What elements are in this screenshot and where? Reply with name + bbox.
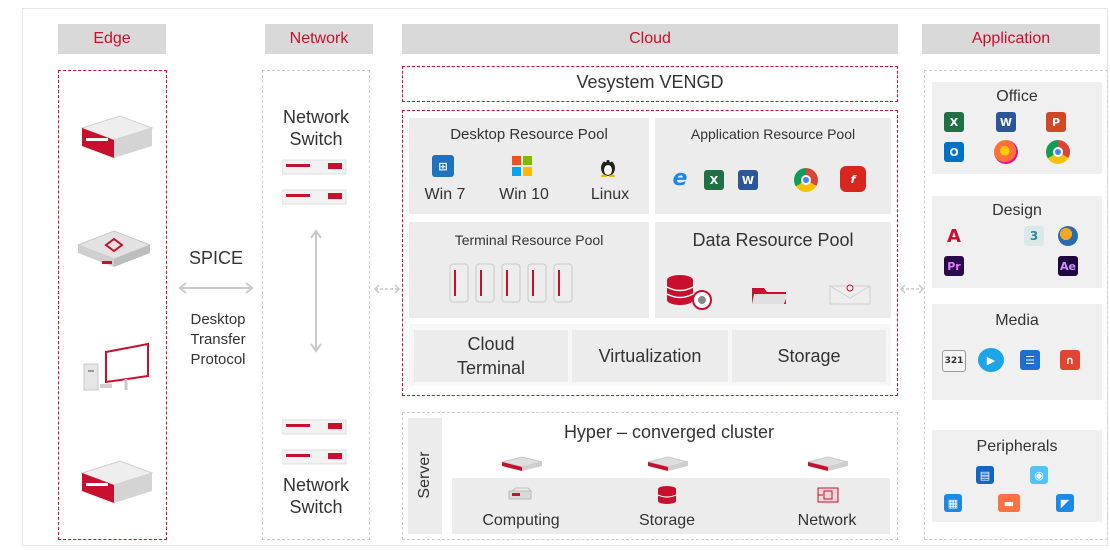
network-switch-top-label: Network Switch	[282, 107, 349, 149]
edge-monitor-device	[83, 342, 149, 391]
service-storage-label: Storage	[777, 346, 841, 366]
edge-group	[58, 70, 167, 540]
word-icon: W	[738, 170, 758, 190]
cluster-server-icon-2	[647, 456, 689, 471]
desktop-os-linux: Linux	[590, 186, 630, 203]
chrome-icon	[1046, 140, 1070, 164]
storage-icon	[657, 486, 677, 504]
service-cloud-terminal	[414, 330, 568, 382]
peripherals-label: Peripherals	[976, 438, 1058, 455]
desktop-os-win7: Win 7	[424, 186, 466, 203]
headphones-icon: ∩	[1060, 350, 1080, 370]
database-icon	[666, 275, 712, 310]
touch-input-icon: ◤	[1056, 494, 1074, 512]
3dsmax-icon: 3	[1024, 226, 1044, 246]
edge-server-device	[80, 115, 154, 158]
camera-icon: ◉	[1030, 466, 1048, 484]
service-cloud-terminal-label: Cloud Terminal	[456, 334, 526, 378]
windows10-icon	[510, 155, 534, 177]
protocol-description: Desktop Transfer Protocol	[190, 311, 246, 368]
data-pool-title: Data Resource Pool	[692, 230, 854, 250]
linux-icon	[598, 155, 618, 177]
excel-icon: X	[944, 112, 964, 132]
premiere-icon: Pr	[944, 256, 964, 276]
network-device-icon	[817, 487, 839, 503]
network-vertical-arrow	[310, 229, 322, 353]
cloud-header: Cloud	[402, 24, 898, 54]
scanner-icon: ▦	[944, 494, 962, 512]
after-effects-icon: Ae	[1058, 256, 1078, 276]
vengd-label: Vesystem VENGD	[576, 72, 724, 92]
cluster-title: Hyper – converged cluster	[563, 422, 775, 442]
server-item-computing: Computing	[482, 512, 560, 529]
design-label: Design	[992, 202, 1042, 219]
firefox-icon	[994, 140, 1018, 164]
network-switch-icon-bottom	[282, 419, 347, 465]
excel-icon: X	[704, 170, 724, 190]
desktop-os-win10: Win 10	[499, 186, 549, 203]
cluster-server-icon-3	[807, 456, 849, 471]
network-group	[262, 70, 370, 540]
blender-icon	[1058, 226, 1078, 246]
network-header: Network	[265, 24, 373, 54]
flash-icon: f	[840, 166, 866, 192]
cloud-application-arrow	[899, 284, 925, 294]
edge-server-device-2	[80, 460, 154, 503]
word-icon: W	[996, 112, 1016, 132]
service-virtualization	[572, 330, 728, 382]
folder-icon	[752, 288, 788, 304]
office-label: Office	[996, 88, 1038, 105]
service-virtualization-label: Virtualization	[598, 346, 702, 366]
server-label: Server	[416, 451, 433, 499]
windows7-icon: ⊞	[432, 155, 454, 177]
playlist-icon: ☰	[1020, 350, 1040, 370]
terminal-pool-title: Terminal Resource Pool	[454, 232, 604, 248]
computing-icon	[508, 487, 532, 500]
edge-header: Edge	[58, 24, 166, 54]
resource-pools-group	[402, 110, 898, 396]
clapperboard-icon: 321	[942, 350, 966, 372]
spice-double-arrow	[178, 282, 254, 294]
autocad-icon: A	[947, 225, 961, 247]
server-label-box	[408, 418, 442, 534]
service-storage	[732, 330, 886, 382]
network-switch-bottom-label: Network Switch	[282, 475, 349, 517]
powerpoint-icon: P	[1046, 112, 1066, 132]
media-label: Media	[995, 312, 1039, 329]
terminal-devices-icon	[449, 263, 573, 303]
network-cloud-arrow	[373, 284, 401, 294]
network-switch-icon-top	[282, 159, 347, 205]
protocol-name: SPICE	[188, 248, 244, 268]
printer-icon: ▤	[976, 466, 994, 484]
server-item-storage: Storage	[638, 512, 696, 529]
server-group	[402, 412, 898, 540]
edge-thin-client-device	[76, 230, 152, 267]
usb-storage-icon: ▬	[998, 494, 1020, 512]
application-header: Application	[922, 24, 1100, 54]
desktop-pool-title: Desktop Resource Pool	[450, 126, 608, 143]
cluster-server-icon-1	[501, 456, 543, 471]
server-item-network: Network	[797, 512, 857, 529]
application-group	[924, 70, 1108, 540]
chrome-icon	[794, 168, 818, 192]
vengd-group	[402, 66, 898, 102]
mail-icon	[829, 284, 871, 305]
ie-icon: e	[672, 165, 688, 191]
outlook-icon: O	[944, 142, 964, 162]
media-player-icon: ▶	[978, 348, 1004, 372]
application-pool-title: Application Resource Pool	[690, 126, 856, 142]
